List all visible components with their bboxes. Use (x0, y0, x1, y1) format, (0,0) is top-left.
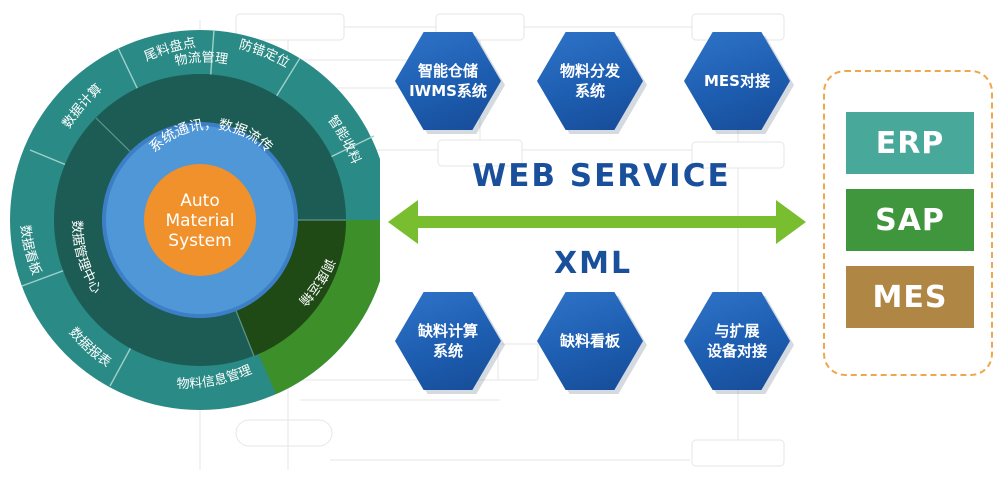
xml-label: XML (554, 246, 633, 281)
system-erp[interactable]: ERP (846, 112, 974, 174)
core-line2: Material (165, 211, 234, 231)
system-wheel: Auto Material System 系统通讯，数据流传 物流管理 数据管理… (10, 29, 380, 410)
core-circle (144, 164, 256, 276)
system-sap[interactable]: SAP (846, 189, 974, 251)
core-line1: Auto (180, 191, 219, 211)
web-service-label: WEB SERVICE (472, 158, 731, 194)
external-systems-group (823, 70, 993, 376)
core-line3: System (168, 231, 231, 251)
system-mes[interactable]: MES (846, 266, 974, 328)
double-arrow-icon (388, 200, 806, 244)
